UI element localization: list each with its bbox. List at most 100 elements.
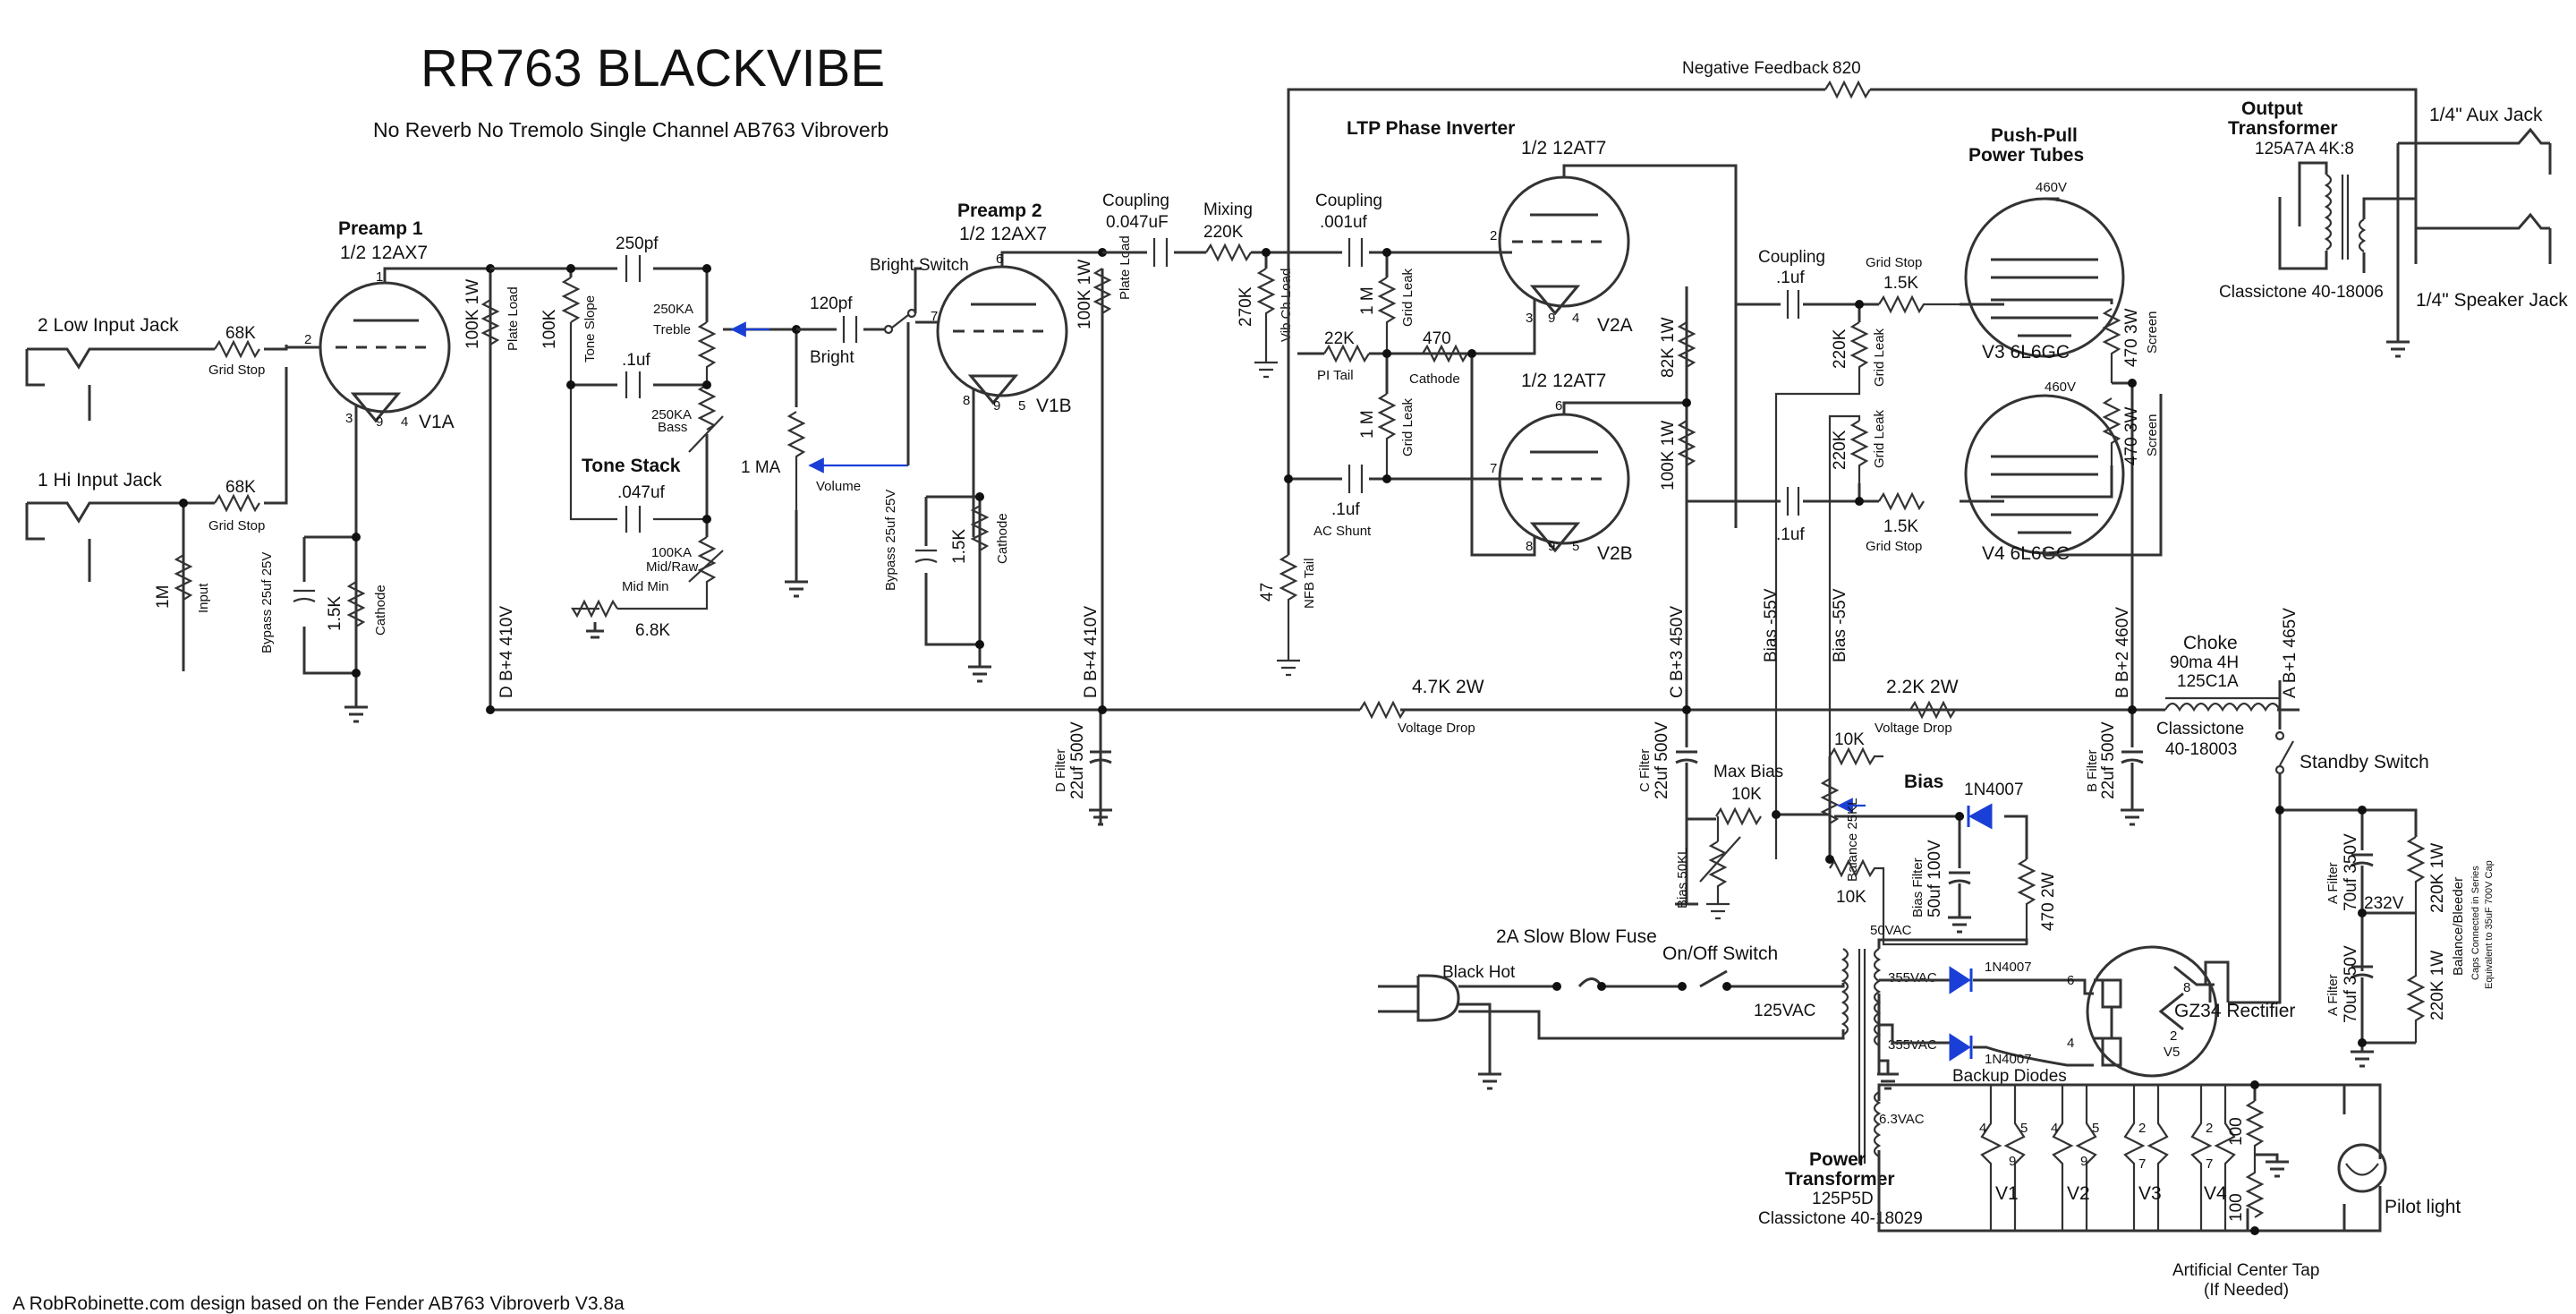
power-tubes: Push-Pull Power Tubes 460V 460V V3 6L6GC…: [1687, 125, 2163, 859]
r68k-b: 68K: [225, 478, 256, 497]
rect-pin-4: 4: [2067, 1036, 2074, 1051]
pot-volume: 1 MA: [741, 458, 781, 477]
pin-6b: 6: [996, 252, 1003, 267]
v460-a: 460V: [2036, 180, 2067, 195]
r1m-input-note: Input: [196, 583, 211, 613]
bias-supply: Bias 1N4007 10K Balance 25KL 10K Bias Fi…: [1675, 730, 2058, 946]
gridleak-p1-note: Grid Leak: [1872, 328, 1887, 387]
preamp2-plate-note: Plate Load: [1118, 235, 1133, 300]
pin-2c: 2: [1490, 228, 1497, 243]
gridstop-2-note: Grid Stop: [1866, 539, 1922, 554]
pin-3c: 3: [1526, 311, 1533, 326]
gridstop-1-note: Grid Stop: [1866, 255, 1922, 270]
bright-label: Bright: [810, 348, 854, 367]
coupling1-label: Coupling: [1102, 192, 1169, 210]
bleed-1: 220K 1W: [2428, 843, 2447, 913]
d-filter: D Filter: [1053, 749, 1068, 792]
heater-v4: V4: [2204, 1183, 2227, 1204]
page-title: RR763 BLACKVIBE: [421, 39, 885, 98]
pin-9c: 9: [1548, 311, 1555, 326]
c-filter-2: 22uf 500V: [1653, 721, 1671, 799]
hv3-p2: 2: [2138, 1121, 2146, 1136]
preamp1-cathode-note: Cathode: [373, 584, 388, 636]
node-d1: D B+4 410V: [497, 606, 516, 698]
choke-part-2: 40-18003: [2165, 740, 2237, 759]
screen-r1-note: Screen: [2145, 311, 2160, 354]
pin-7c: 7: [1490, 461, 1497, 476]
pi-gridleak-1: 1 M: [1358, 286, 1377, 315]
aux-jack[interactable]: [2396, 127, 2552, 336]
gridleak-p2-note: Grid Leak: [1872, 409, 1887, 468]
pi-gridleak-2: 1 M: [1358, 410, 1377, 439]
preamp1-plate-note: Plate Load: [506, 286, 521, 351]
hv3-p7: 7: [2138, 1156, 2146, 1172]
tonestack-title: Tone Stack: [582, 456, 681, 476]
aux-jack-label: 1/4" Aux Jack: [2429, 105, 2543, 125]
gridleak-p1: 220K: [1831, 328, 1849, 369]
a-filter-1b: 70uf 350V: [2342, 833, 2360, 911]
power-transformer: Power Transformer 125P5D Classictone 40-…: [1758, 923, 2295, 1228]
input-jack-low[interactable]: [25, 347, 134, 421]
ot-title: Output: [2241, 98, 2303, 119]
pi-shunt-cap: .1uf: [1331, 500, 1360, 519]
r1m-input: 1M: [154, 585, 173, 609]
maxbias-r: 10K: [1731, 785, 1762, 804]
ot-part: Classictone 40-18006: [2219, 283, 2384, 302]
coupling2-label: Coupling: [1315, 192, 1382, 210]
pot-mid: 100KA: [651, 545, 692, 560]
power-coupling-label: Coupling: [1758, 248, 1825, 267]
b-filter-2: 22uf 500V: [2099, 721, 2118, 799]
power-plug[interactable]: [1378, 974, 1460, 1022]
pt-part: Classictone 40-18029: [1758, 1209, 1923, 1228]
pi-plate-a: 82K 1W: [1659, 317, 1678, 378]
gridleak-p2: 220K: [1831, 430, 1849, 470]
tone-stack: 250pf 100K Tone Slope 250KA Treble .1uf …: [490, 235, 752, 640]
onoff-label[interactable]: On/Off Switch: [1662, 943, 1778, 964]
standby-label[interactable]: Standby Switch: [2300, 752, 2429, 772]
choke-model: 125C1A: [2177, 672, 2239, 691]
mains-input: 2A Slow Blow Fuse On/Off Switch Black Ho…: [1378, 926, 1845, 1090]
preamp1-cathode-r: 1.5K: [326, 596, 344, 631]
power-coupling-1: .1uf: [1776, 269, 1805, 287]
v2b-id: V2B: [1597, 543, 1633, 564]
diode2-label: 1N4007: [1985, 1052, 2032, 1067]
phase-inverter: LTP Phase Inverter 1/2 12AT7 V2A 2 3 9 4…: [1258, 118, 1738, 710]
bias-r470: 470 2W: [2039, 872, 2058, 931]
preamp2-plate-r: 100K 1W: [1075, 260, 1094, 329]
power-tubes-title: Push-Pull: [1991, 125, 2078, 146]
rect-pin-8: 8: [2183, 980, 2190, 995]
pin-5b: 5: [1018, 398, 1025, 414]
node-c: C B+3 450V: [1668, 606, 1687, 698]
diode1-label: 1N4007: [1985, 960, 2032, 975]
pi-gridleak-2-note: Grid Leak: [1400, 397, 1416, 456]
ot-title-2: Transformer: [2228, 118, 2338, 139]
gridstop-2: 1.5K: [1883, 517, 1918, 536]
v3-id: V3 6L6GC: [1982, 342, 2070, 363]
vd2-note: Voltage Drop: [1875, 721, 1952, 736]
input-jack-hi[interactable]: [25, 501, 185, 671]
hv1-p9: 9: [2009, 1154, 2016, 1169]
bias-1: Bias -55V: [1762, 588, 1781, 662]
pt-model: 125P5D: [1812, 1190, 1874, 1208]
preamp1-tube: 1/2 12AX7: [340, 243, 428, 263]
pot-bass: 250KA: [651, 407, 692, 422]
speaker-jack[interactable]: [2414, 212, 2552, 264]
heater-v2: V2: [2067, 1183, 2090, 1204]
pi-tube-b: 1/2 12AT7: [1521, 371, 1606, 391]
caps-note-1: Caps Connected in Series: [2470, 866, 2481, 980]
heater-r2: 100: [2227, 1193, 2246, 1222]
pin-8c: 8: [1526, 539, 1533, 554]
cap-mid: .047uf: [617, 483, 666, 502]
hot-label: Black Hot: [1442, 963, 1516, 982]
bleed-note: Balance/Bleeder: [2451, 877, 2466, 976]
a-filter-1: A Filter: [2325, 862, 2341, 904]
pi-tail-r: 22K: [1324, 329, 1355, 348]
input-low-label: 2 Low Input Jack: [38, 315, 179, 336]
fuse-label: 2A Slow Blow Fuse: [1496, 926, 1657, 947]
power-tubes-title-2: Power Tubes: [1968, 145, 2084, 166]
pi-cathode-note: Cathode: [1409, 371, 1460, 387]
pin-3: 3: [345, 411, 353, 426]
preamp2-cathode-note: Cathode: [995, 513, 1010, 564]
pi-plate-b: 100K 1W: [1659, 421, 1678, 491]
